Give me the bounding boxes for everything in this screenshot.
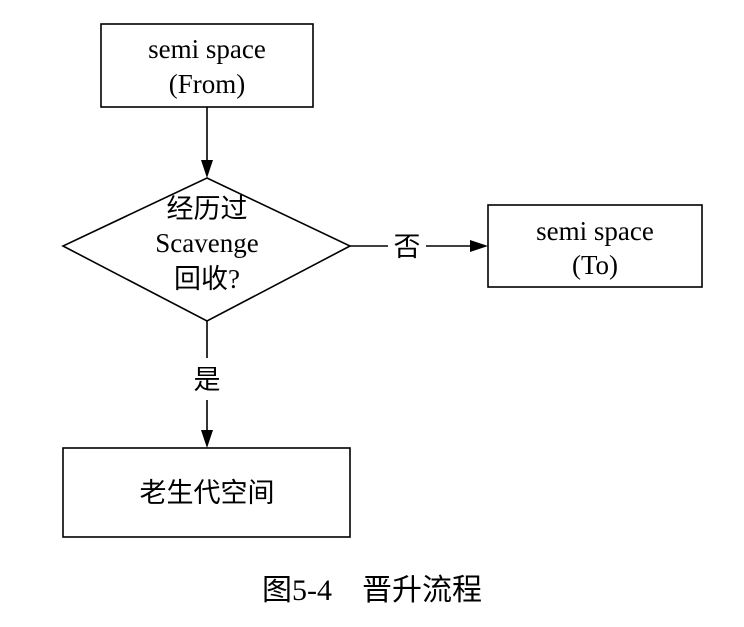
scavenge-decision-node: 经历过 Scavenge 回收?: [61, 177, 352, 322]
arrowhead: [201, 430, 213, 448]
figure-caption: 图5-4 晋升流程: [262, 574, 482, 607]
semi-space-to-line1: semi space: [536, 216, 654, 246]
semi-space-to-line2: (To): [572, 250, 618, 280]
semi-space-from-line1: semi space: [148, 34, 266, 64]
decision-line2: Scavenge: [155, 228, 258, 258]
arrowhead: [470, 240, 488, 252]
edge-no: 否: [350, 232, 488, 262]
edge-from-to-decision: [201, 107, 213, 178]
old-space-node: 老生代空间: [62, 447, 351, 538]
old-space-label: 老生代空间: [140, 478, 275, 508]
edge-no-label: 否: [394, 232, 421, 262]
semi-space-from-node: semi space (From): [100, 23, 314, 108]
edge-yes-label: 是: [194, 365, 221, 395]
decision-line3: 回收?: [174, 264, 240, 294]
edge-yes: 是: [194, 321, 221, 448]
semi-space-to-node: semi space (To): [487, 204, 703, 288]
decision-line1: 经历过: [167, 194, 248, 224]
semi-space-from-line2: (From): [169, 69, 246, 99]
arrowhead: [201, 160, 213, 178]
